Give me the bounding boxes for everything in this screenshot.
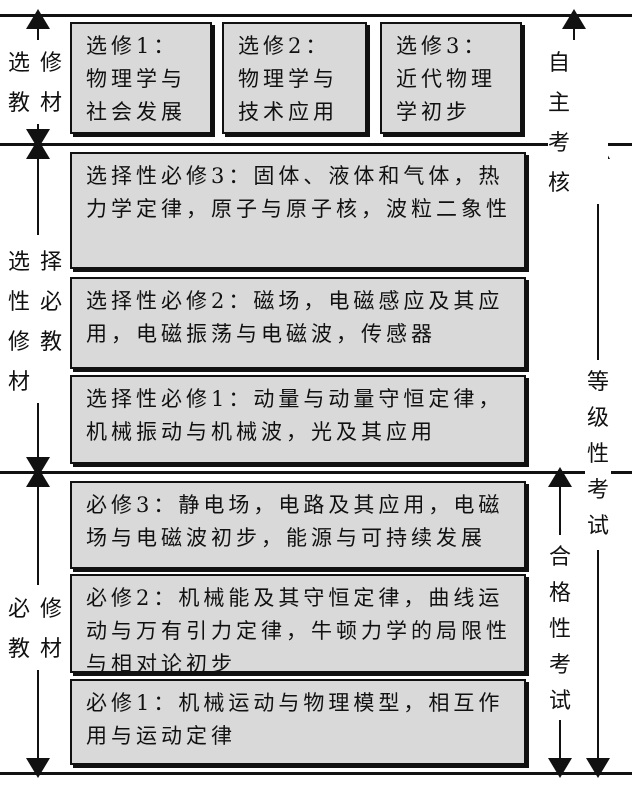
required-3-box: 必修3：静电场，电路及其应用，电磁场与电磁波初步，能源与可持续发展 [70,481,526,569]
required-1-box: 必修1：机械运动与物理模型，相互作用与运动定律 [70,679,526,765]
bottom-border [0,772,632,775]
selective-required-2-box: 选择性必修2：磁场，电磁感应及其应用，电磁振荡与电磁波，传感器 [70,277,526,369]
top-border [0,14,632,17]
elective-1-box: 选修1：物理学与社会发展 [70,22,212,134]
section-divider-1 [0,143,632,146]
elective-textbook-label: 选修教材 [8,44,72,124]
selective-required-1-box: 选择性必修1：动量与动量守恒定律，机械振动与机械波，光及其应用 [70,375,526,464]
required-2-box: 必修2：机械能及其守恒定律，曲线运动与万有引力定律，牛顿力学的局限性与相对论初步 [70,574,526,676]
selective-required-textbook-label: 选择性必修教材 [8,243,72,403]
section-divider-2 [0,471,632,474]
pass-exam-label: 合格性考试 [547,540,573,720]
elective-3-box: 选修3：近代物理学初步 [380,22,522,134]
selective-required-3-box: 选择性必修3：固体、液体和气体，热力学定律，原子与原子核，波粒二象性 [70,152,526,269]
grade-exam-label: 等级性考试 [585,365,611,545]
self-assessment-label: 自主考核 [548,44,608,204]
elective-2-box: 选修2：物理学与技术应用 [222,22,367,134]
required-textbook-label: 必修教材 [8,590,72,670]
